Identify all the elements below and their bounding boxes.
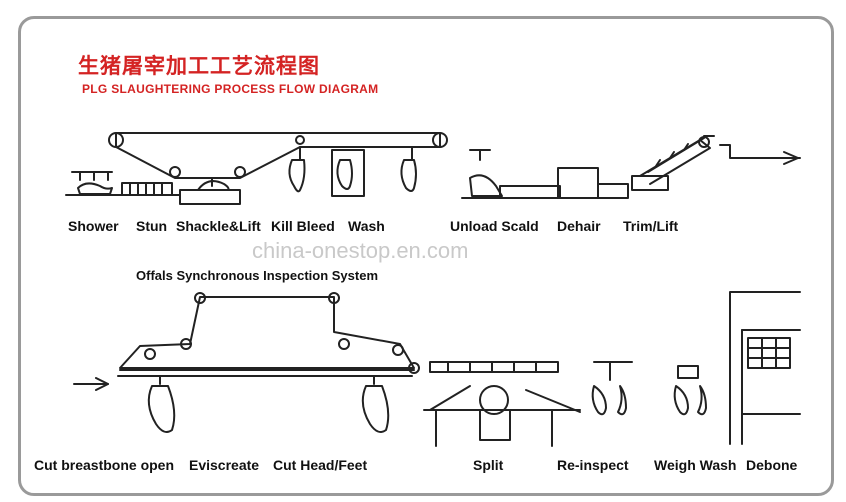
split-conveyor bbox=[423, 361, 581, 447]
dehair-machine bbox=[557, 167, 629, 199]
step-weigh-wash: Weigh Wash bbox=[654, 457, 737, 473]
step-trim-lift: Trim/Lift bbox=[623, 218, 679, 234]
shackle-table bbox=[179, 177, 241, 205]
step-cut-breastbone: Cut breastbone open bbox=[34, 457, 175, 473]
title-chinese: 生猪屠宰加工工艺流程图 bbox=[78, 54, 320, 78]
hanging-carcass-2 bbox=[400, 146, 417, 192]
bottom-carcass-1 bbox=[147, 375, 176, 433]
exit-arrow-top bbox=[719, 144, 801, 165]
stun-pen bbox=[121, 182, 173, 196]
reinspect-station bbox=[591, 361, 633, 416]
step-wash: Wash bbox=[348, 218, 385, 234]
step-eviscreate: Eviscreate bbox=[189, 457, 260, 473]
step-shower: Shower bbox=[68, 218, 119, 234]
step-stun: Stun bbox=[136, 218, 168, 234]
offals-conveyor bbox=[119, 292, 420, 374]
watermark: china-onestop.en.com bbox=[252, 238, 469, 263]
diagram-frame bbox=[18, 16, 834, 496]
step-dehair: Dehair bbox=[557, 218, 601, 234]
step-re-inspect: Re-inspect bbox=[557, 457, 629, 473]
step-kill-bleed: Kill Bleed bbox=[271, 218, 335, 234]
bottom-carcass-2 bbox=[361, 375, 390, 433]
offals-inspection-label: Offals Synchronous Inspection System bbox=[136, 268, 378, 283]
step-split: Split bbox=[473, 457, 504, 473]
weigh-wash-station bbox=[673, 365, 707, 416]
debone-room bbox=[729, 291, 801, 445]
step-shackle-lift: Shackle&Lift bbox=[176, 218, 261, 234]
unload-hook bbox=[469, 149, 491, 161]
wash-cabinet bbox=[331, 149, 365, 197]
title-english: PLG SLAUGHTERING PROCESS FLOW DIAGRAM bbox=[82, 82, 379, 96]
scald-tank bbox=[461, 174, 561, 199]
overhead-conveyor-top bbox=[108, 132, 448, 179]
entry-arrow-bottom bbox=[73, 377, 109, 391]
step-cut-head-feet: Cut Head/Feet bbox=[273, 457, 368, 473]
step-debone: Debone bbox=[746, 457, 798, 473]
hanging-carcass-1 bbox=[288, 146, 306, 193]
trim-lift-conveyor bbox=[631, 135, 715, 191]
step-unload-scald: Unload Scald bbox=[450, 218, 539, 234]
